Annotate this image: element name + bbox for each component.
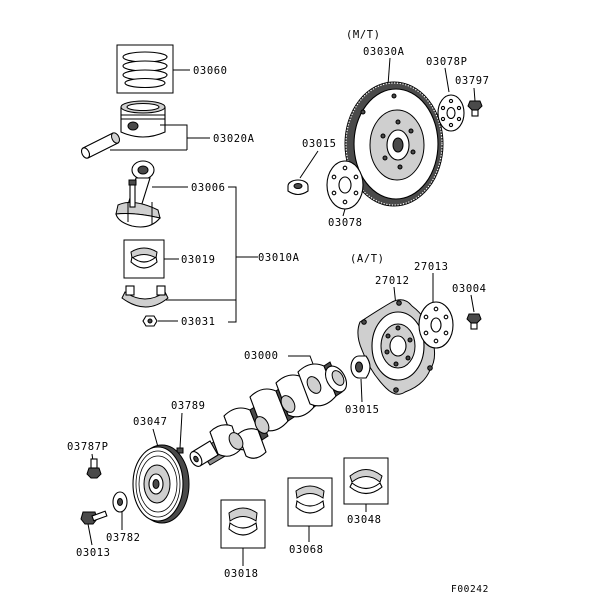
flywheel-adapter-plate xyxy=(437,94,465,132)
label-03004: 03004 xyxy=(452,283,487,295)
label-03047: 03047 xyxy=(133,416,168,428)
section-mt: (M/T) xyxy=(346,29,381,41)
crank-bushing xyxy=(350,355,371,379)
label-03048: 03048 xyxy=(347,514,382,526)
flywheel-bolt xyxy=(467,100,483,117)
leader-03004 xyxy=(470,294,475,313)
leader-03078 xyxy=(342,208,346,217)
label-03015-bottom: 03015 xyxy=(345,404,380,416)
woodruff-key xyxy=(176,447,184,454)
main-bearing-03048 xyxy=(343,457,389,505)
flywheel xyxy=(344,81,444,207)
label-27013: 27013 xyxy=(414,261,449,273)
label-03013: 03013 xyxy=(76,547,111,559)
leader-03797 xyxy=(473,87,476,102)
leader-03789 xyxy=(179,412,183,449)
label-03010A: 03010A xyxy=(258,252,300,264)
conrod-bearing xyxy=(123,239,179,279)
leader-03013 xyxy=(87,523,93,546)
crank-pulley-bolt xyxy=(80,510,108,525)
label-03018: 03018 xyxy=(224,568,259,580)
label-03020A: 03020A xyxy=(213,133,255,145)
label-03797: 03797 xyxy=(455,75,490,87)
bracket-03010A xyxy=(228,186,237,323)
thrust-bearing-03068 xyxy=(287,477,333,527)
label-03030A: 03030A xyxy=(363,46,405,58)
label-03060: 03060 xyxy=(193,65,228,77)
pilot-bushing xyxy=(287,179,309,196)
label-03015-top: 03015 xyxy=(302,138,337,150)
main-bearing-03018 xyxy=(220,499,266,549)
leader-03015-top xyxy=(299,150,319,179)
conrod-cap xyxy=(121,285,236,308)
label-03787P: 03787P xyxy=(67,441,109,453)
label-03789: 03789 xyxy=(171,400,206,412)
drive-plate xyxy=(357,299,436,395)
label-03000: 03000 xyxy=(244,350,279,362)
section-at: (A/T) xyxy=(350,253,385,265)
label-03006: 03006 xyxy=(191,182,226,194)
leader-03078P xyxy=(444,67,450,93)
label-03068: 03068 xyxy=(289,544,324,556)
connecting-rod xyxy=(115,160,188,228)
pulley-washer xyxy=(112,491,128,513)
label-03031: 03031 xyxy=(181,316,216,328)
crank-pulley xyxy=(132,444,190,524)
label-03078P: 03078P xyxy=(426,56,468,68)
label-03782: 03782 xyxy=(106,532,141,544)
label-27012: 27012 xyxy=(375,275,410,287)
piston-and-pin xyxy=(80,100,210,159)
crankshaft xyxy=(189,361,348,467)
label-03019: 03019 xyxy=(181,254,216,266)
conrod-nut xyxy=(142,315,178,327)
leader-03030A xyxy=(387,57,391,86)
leader-03047 xyxy=(152,428,159,448)
figure-code: F00242 xyxy=(451,584,489,595)
piston-rings xyxy=(116,44,190,94)
pulley-bolt-03787P xyxy=(86,458,102,479)
label-03078: 03078 xyxy=(328,217,363,229)
flywheel-plate-03078 xyxy=(326,160,364,210)
drive-plate-adapter xyxy=(418,301,454,349)
drive-plate-bolt xyxy=(466,313,482,330)
leader-03015-bottom xyxy=(360,378,363,403)
